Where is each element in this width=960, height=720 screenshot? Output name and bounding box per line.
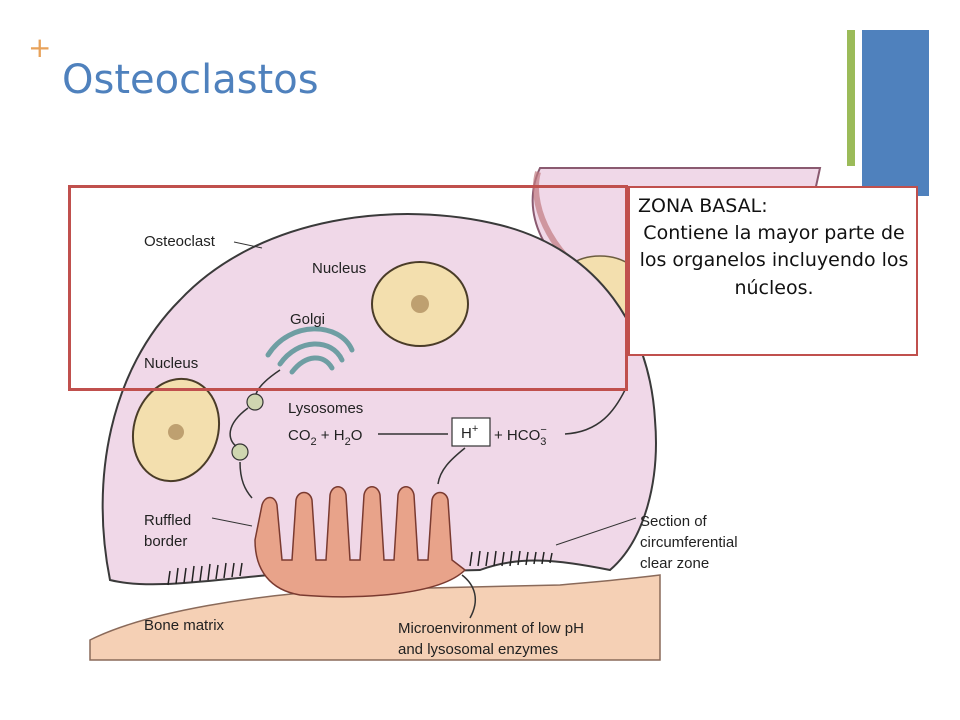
- decor-bar-green: [847, 30, 855, 166]
- lysosome-1: [246, 393, 264, 411]
- ruffled-border-shape: [254, 486, 467, 598]
- label-ruffled-2: border: [144, 533, 187, 550]
- label-osteoclast: Osteoclast: [144, 233, 216, 250]
- label-section-2: circumferential: [640, 534, 738, 551]
- lysosome-2: [231, 443, 249, 461]
- label-section-3: clear zone: [640, 555, 709, 572]
- hco3-to-adjacent-arrow: [564, 389, 626, 435]
- slide-title: Osteoclastos: [62, 57, 319, 103]
- ruffled-leader: [211, 517, 253, 527]
- golgi-stack: [265, 326, 355, 375]
- lysosome-path-arrow: [229, 407, 249, 447]
- label-section-1: Section of: [640, 513, 708, 530]
- label-golgi: Golgi: [290, 311, 325, 328]
- section-leader: [555, 517, 637, 546]
- basal-zone-callout: ZONA BASAL: Contiene la mayor parte de l…: [628, 186, 918, 356]
- osteoclast-leader: [233, 241, 263, 249]
- label-micro-2: and lysosomal enzymes: [398, 641, 558, 658]
- label-reaction: CO2 + H2O: [288, 427, 362, 448]
- clear-zone-left-hairs: [167, 562, 243, 586]
- decor-bar-blue: [862, 30, 929, 196]
- label-hco3: + HCO3−: [494, 424, 547, 448]
- slide-bullet-plus: +: [28, 31, 52, 64]
- nucleolus-top: [411, 295, 429, 313]
- callout-heading: ZONA BASAL:: [638, 195, 768, 217]
- label-ruffled-1: Ruffled: [144, 512, 191, 529]
- golgi-to-lysosome-arrow: [255, 369, 281, 395]
- label-lysosomes: Lysosomes: [288, 400, 363, 417]
- nucleolus-left: [168, 424, 184, 440]
- h-ion-box: [451, 417, 491, 447]
- label-nucleus-top: Nucleus: [312, 260, 366, 277]
- label-micro-1: Microenvironment of low pH: [398, 620, 584, 637]
- label-bone-matrix: Bone matrix: [144, 617, 225, 634]
- callout-body: Contiene la mayor parte de los organelos…: [639, 221, 909, 299]
- lysosome-to-border-arrow: [239, 461, 253, 499]
- label-nucleus-left: Nucleus: [144, 355, 198, 372]
- basal-zone-highlight: [68, 185, 628, 391]
- micro-arrow: [461, 574, 477, 619]
- h-ion-to-border-arrow: [437, 447, 466, 485]
- clear-zone-right-hairs: [469, 550, 553, 567]
- label-h-ion: H+: [461, 423, 478, 442]
